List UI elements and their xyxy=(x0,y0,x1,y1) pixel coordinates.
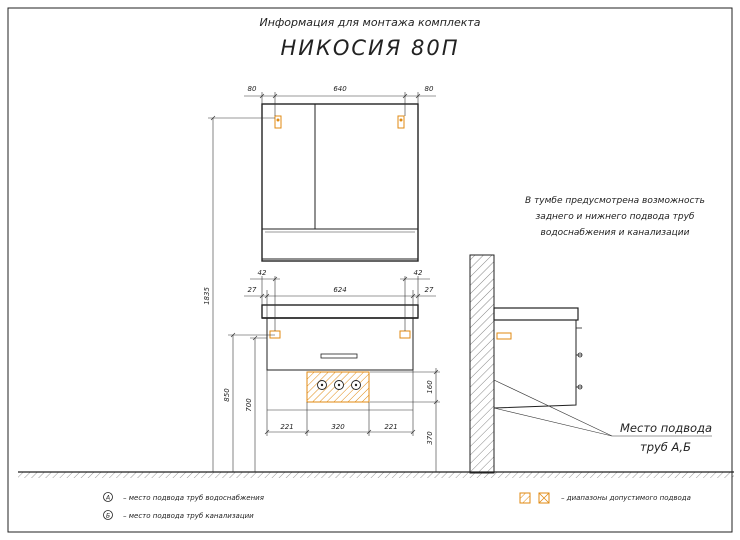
dim-zone-from-floor: 370 xyxy=(426,431,434,445)
zone-height-lines xyxy=(370,368,440,472)
dim-inner-right: 27 xyxy=(425,286,434,294)
bracket-left-icon xyxy=(269,330,281,339)
dim-zone-height: 160 xyxy=(426,380,434,394)
legend-marker-a-label: А xyxy=(105,495,110,502)
sheet-frame xyxy=(7,7,733,533)
legend-a-text: – место подвода труб водоснабжения xyxy=(123,494,264,502)
vanity-unit xyxy=(261,304,419,411)
height-dimension-lines xyxy=(208,115,275,472)
vanity-dimension-lines xyxy=(244,276,436,331)
dim-zone-left: 221 xyxy=(280,423,293,431)
side-bracket-icon xyxy=(496,332,512,340)
legend-range-text: – диапазоны допустимого подвода xyxy=(561,494,691,502)
connection-point-a-icon xyxy=(317,380,327,390)
dim-zone-right: 221 xyxy=(384,423,397,431)
top-dimension-line xyxy=(244,92,436,116)
legend-marker-b xyxy=(103,510,113,520)
note-line-3: водоснабжения и канализации xyxy=(541,228,690,238)
connection-label-line2: труб А,Б xyxy=(640,440,691,454)
connection-point-b-icon xyxy=(334,380,344,390)
note-line-1: В тумбе предусмотрена возможность xyxy=(525,196,705,206)
connection-point-a2-icon xyxy=(351,380,361,390)
bracket-right-icon xyxy=(399,330,411,339)
legend-b-text: – место подвода труб канализации xyxy=(123,512,254,520)
legend-hatch-icon xyxy=(519,492,531,504)
dim-inner-width: 624 xyxy=(333,286,346,294)
vanity-side-view xyxy=(493,307,583,409)
leader-line xyxy=(493,379,613,437)
hinge-right-icon xyxy=(397,115,405,129)
hinge-left-icon xyxy=(274,115,282,129)
dim-top-left: 80 xyxy=(248,85,257,93)
dim-zone-width: 320 xyxy=(331,423,345,431)
connection-label-line1: Место подвода xyxy=(620,421,712,435)
wall-section xyxy=(469,254,495,474)
legend-marker-a xyxy=(103,492,113,502)
note-line-2: заднего и нижнего подвода труб xyxy=(536,212,695,222)
legend-marker-b-label: Б xyxy=(106,513,110,520)
floor-section xyxy=(18,472,734,478)
page-title: НИКОСИЯ 80П xyxy=(280,36,459,60)
dim-total-height: 1835 xyxy=(203,287,211,305)
legend-cross-icon xyxy=(538,492,550,504)
dim-vanity-height: 850 xyxy=(223,388,231,402)
subtitle: Информация для монтажа комплекта xyxy=(259,16,480,29)
leader-line-2 xyxy=(493,407,613,437)
dim-top-width: 640 xyxy=(333,85,347,93)
dim-top-right: 80 xyxy=(425,85,434,93)
dim-cabinet-height: 700 xyxy=(245,398,253,412)
mirror-cabinet xyxy=(261,103,419,262)
zone-dimension-line xyxy=(264,402,416,436)
dim-offset-left: 42 xyxy=(258,269,267,277)
dim-offset-right: 42 xyxy=(414,269,423,277)
dim-inner-left: 27 xyxy=(248,286,257,294)
